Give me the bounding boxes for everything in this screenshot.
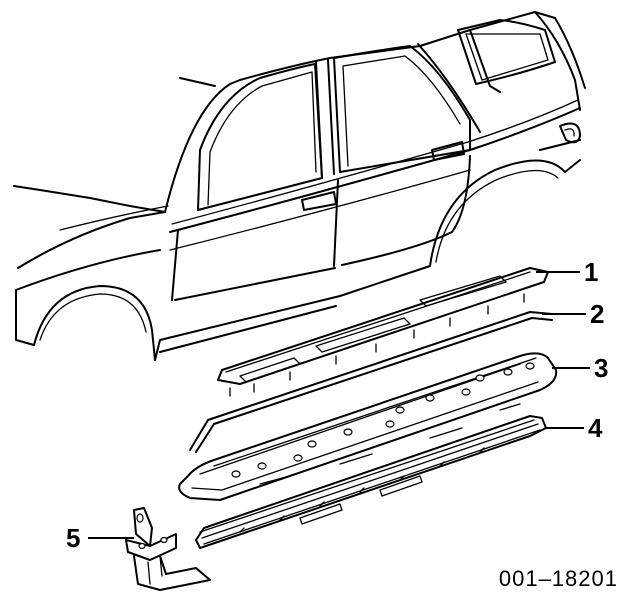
part-2-seal-strip [189, 311, 553, 453]
callout-3: 3 [594, 353, 609, 383]
part-1-step-pad [217, 267, 549, 397]
callout-2: 2 [590, 299, 605, 329]
part-4-lower-board [195, 415, 547, 549]
drawing-part-number: 001–18201 [498, 566, 618, 591]
callout-1: 1 [584, 257, 599, 287]
vehicle-body-outline [13, 11, 586, 361]
leader-lines [88, 271, 590, 539]
part-5-bracket [125, 507, 211, 591]
callout-4: 4 [588, 413, 603, 443]
part-3-running-board [178, 352, 558, 501]
callout-5: 5 [66, 523, 81, 553]
